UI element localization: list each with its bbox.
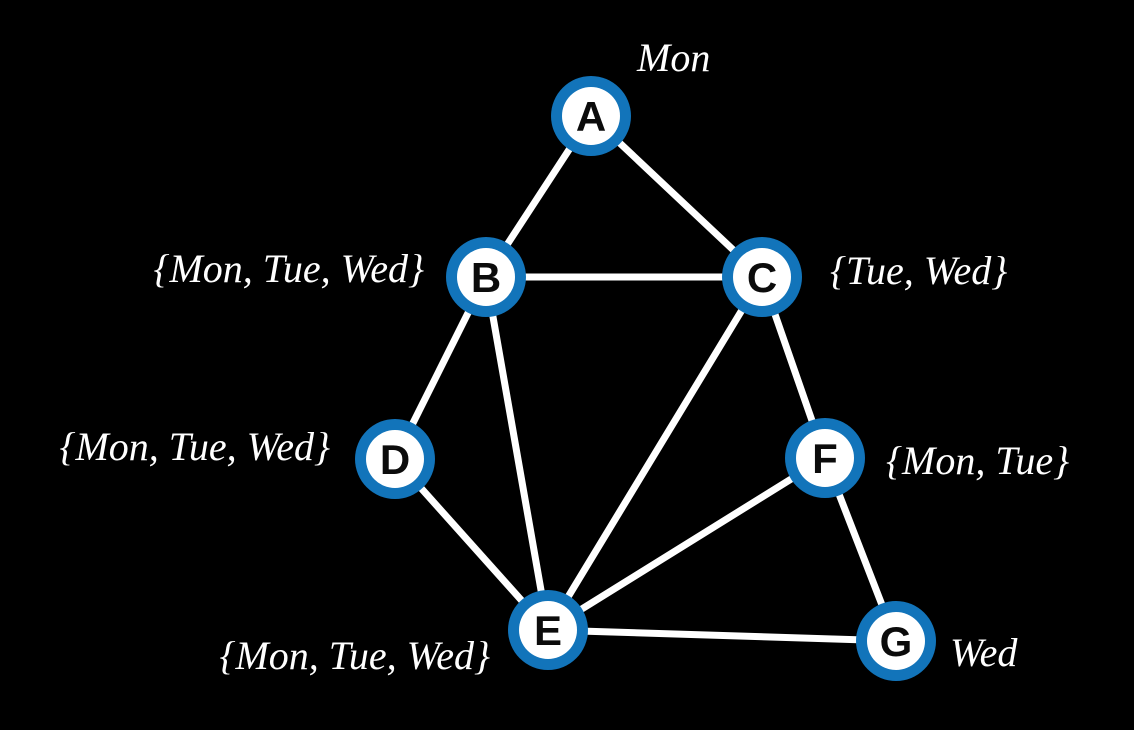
domain-label-A: Mon — [636, 35, 710, 80]
node-fill-G — [867, 612, 925, 670]
domain-label-D: {Mon, Tue, Wed} — [59, 424, 330, 469]
node-letter-C: C — [747, 254, 777, 301]
domain-label-F: {Mon, Tue} — [886, 438, 1069, 483]
node-fill-B — [457, 248, 515, 306]
node-D: D — [355, 419, 435, 499]
node-fill-E — [519, 601, 577, 659]
node-E: E — [508, 590, 588, 670]
node-C: C — [722, 237, 802, 317]
domain-label-G: Wed — [950, 630, 1018, 675]
node-letter-A: A — [576, 93, 606, 140]
node-letter-D: D — [380, 436, 410, 483]
node-G: G — [856, 601, 936, 681]
node-fill-F — [796, 429, 854, 487]
node-letter-B: B — [471, 254, 501, 301]
edges-layer — [391, 112, 900, 645]
domain-label-B: {Mon, Tue, Wed} — [153, 246, 424, 291]
node-fill-C — [733, 248, 791, 306]
node-B: B — [446, 237, 526, 317]
edge-C-E — [544, 273, 766, 634]
node-F: F — [785, 418, 865, 498]
node-fill-A — [562, 87, 620, 145]
domain-label-C: {Tue, Wed} — [830, 248, 1007, 293]
labels-layer: Mon {Mon, Tue, Wed} {Tue, Wed} {Mon, Tue, W… — [59, 35, 1069, 678]
node-A: A — [551, 76, 631, 156]
node-letter-F: F — [812, 435, 838, 482]
edge-E-F — [544, 454, 829, 634]
domain-label-E: {Mon, Tue, Wed} — [219, 633, 490, 678]
node-letter-E: E — [534, 607, 562, 654]
node-letter-G: G — [880, 618, 913, 665]
edge-E-G — [544, 626, 900, 645]
nodes-layer: A B C D E F G — [355, 76, 936, 681]
node-fill-D — [366, 430, 424, 488]
edge-B-E — [482, 273, 552, 634]
